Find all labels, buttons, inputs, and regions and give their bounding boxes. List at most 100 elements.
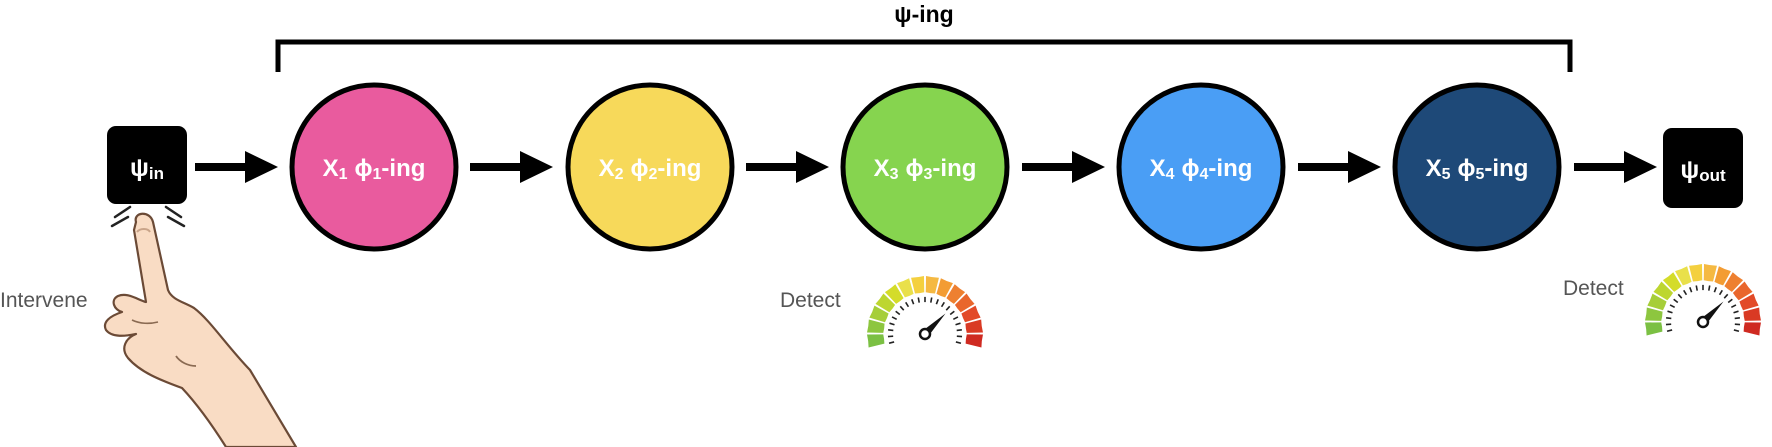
detect-label-2: Detect <box>1563 277 1624 300</box>
gauge-tick <box>899 305 905 311</box>
gauge-tick <box>1695 285 1699 291</box>
gauge-segment <box>1662 272 1682 292</box>
gauge-tick <box>1669 304 1676 309</box>
gauge-segment <box>867 319 885 333</box>
arrow <box>470 151 553 183</box>
gauge-tick <box>1673 298 1679 304</box>
gauge-tick <box>891 316 898 321</box>
gauge-segment <box>867 334 885 348</box>
psi-in-box: ψin <box>107 126 187 204</box>
gauge-tick <box>1683 289 1688 296</box>
gauge-segment <box>1743 322 1761 336</box>
gauge-tick <box>895 310 901 316</box>
gauge-segment <box>965 334 983 348</box>
gauge-tick <box>1713 287 1717 293</box>
gauge-tick <box>888 341 895 345</box>
psi-ing-bracket <box>275 39 1573 72</box>
bracket-label: ψ-ing <box>894 1 953 27</box>
node-circle <box>289 82 459 252</box>
psi-out-subscript: out <box>1699 166 1726 185</box>
gauge-segment <box>961 305 981 323</box>
psi-out-symbol: ψ <box>1680 156 1699 184</box>
gauge-segment <box>869 305 889 323</box>
gauge-segment <box>1645 307 1663 321</box>
gauge-segment <box>936 278 953 298</box>
gauge-tick <box>1733 329 1740 333</box>
psi-in-subscript: in <box>149 164 164 183</box>
arrow <box>1022 151 1105 183</box>
gauge-tick <box>917 297 921 303</box>
gauge-segment <box>1739 293 1759 311</box>
gauge-tick <box>905 301 910 308</box>
gauge-tick <box>1734 317 1740 320</box>
gauge-tick <box>1730 304 1737 309</box>
gauge-tick <box>1677 293 1683 299</box>
node-circle <box>565 82 735 252</box>
gauge-segment <box>897 278 914 298</box>
gauge-tick <box>1707 285 1711 291</box>
gauge-tick <box>935 299 939 305</box>
node-circle <box>840 82 1010 252</box>
node-circle <box>1116 82 1286 252</box>
gauge-tick <box>940 301 945 308</box>
gauge-segment <box>965 319 983 333</box>
arrow <box>1298 151 1381 183</box>
psi-in-symbol: ψ <box>130 154 149 182</box>
gauge-segment <box>1653 281 1674 301</box>
gauge-tick <box>1666 329 1673 333</box>
gauge-tick <box>911 299 915 305</box>
gauge-tick <box>1723 293 1729 299</box>
gauge-tick <box>945 305 951 311</box>
gauge-tick <box>955 322 961 326</box>
gauge-hub <box>918 327 932 341</box>
gauge-segment <box>1645 322 1663 336</box>
gauge-tick <box>929 297 933 303</box>
pointing-hand-icon <box>103 212 298 447</box>
gauge-tick <box>955 341 962 345</box>
gauge-tick <box>949 310 955 316</box>
gauge-segment <box>875 293 896 313</box>
gauge-tick <box>1666 317 1672 320</box>
svg-text:ψin: ψin <box>130 154 164 183</box>
svg-text:ψout: ψout <box>1680 156 1726 185</box>
psi-out-box: ψout <box>1663 128 1743 208</box>
gauge-tick <box>1689 287 1693 293</box>
gauge-segment <box>1743 307 1761 321</box>
gauge-segment <box>954 293 975 313</box>
intervene-label: Intervene <box>0 289 88 312</box>
node-circle <box>1392 82 1562 252</box>
gauge-segment <box>884 284 904 304</box>
gauge-tick <box>952 316 959 321</box>
gauge-segment <box>1724 272 1744 292</box>
gauge-segment <box>911 276 925 294</box>
gauge-icon <box>867 276 983 348</box>
gauge-segment <box>1689 264 1703 282</box>
arrow <box>195 151 278 183</box>
gauge-segment <box>1714 266 1731 286</box>
gauge-tick <box>1718 289 1723 296</box>
gauge-segment <box>1675 266 1692 286</box>
gauge-segment <box>1732 281 1753 301</box>
arrow <box>746 151 829 183</box>
gauge-tick <box>1667 310 1673 314</box>
gauge-tick <box>956 329 962 332</box>
flow-arrows <box>195 151 1657 183</box>
arrow <box>1574 151 1657 183</box>
gauge-segment <box>1703 264 1717 282</box>
press-marks-icon <box>110 205 186 228</box>
gauge-segment <box>925 276 939 294</box>
gauge-tick <box>1727 298 1733 304</box>
gauge-tick <box>1733 310 1739 314</box>
detect-label-1: Detect <box>780 289 841 312</box>
gauge-icon <box>1645 264 1761 336</box>
